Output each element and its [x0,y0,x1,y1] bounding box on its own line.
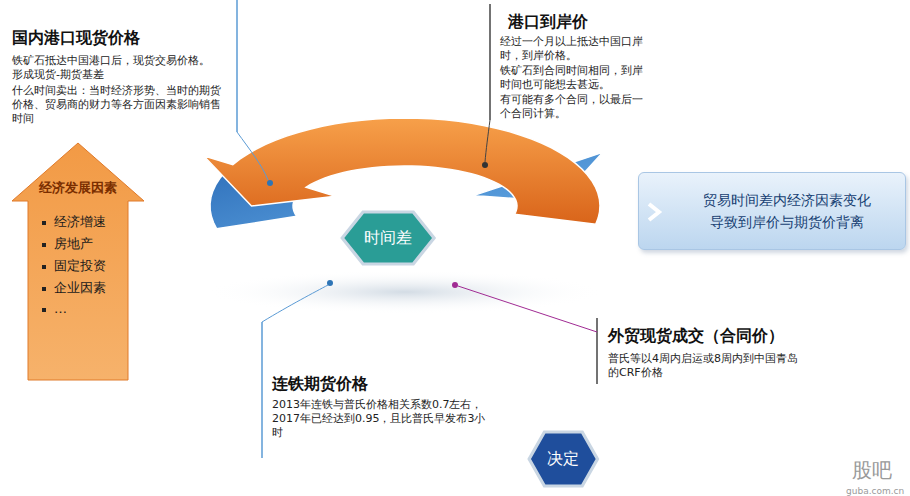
ring-shadow [205,270,605,314]
hexagon: 时间差 [340,210,436,266]
leader-bar [489,4,491,120]
note-text: 经过一个月以上抵达中国口岸时，到岸价格。 [500,35,650,63]
note-text: 有可能有多个合同，以最后一个合同计算。 [500,93,650,121]
factor-arrow: 经济发展因素经济增速房地产固定投资企业因素 … [12,143,144,380]
factor-item: 房地产 [42,235,134,253]
chevron-icon [639,173,669,249]
section-heading: 外贸现货成交（合同价） [608,326,784,345]
leader-line [237,132,268,180]
leader-dot [327,280,333,286]
hexagon-label: 时间差 [364,228,412,249]
hexagon: 决定 [527,430,600,488]
leader-line [262,285,328,322]
note-text: 2013年连铁与普氏价格相关系数0.7左右，2017年已经达到0.95，且比普氏… [272,398,490,440]
leader-line [458,286,597,332]
leader-dot [452,282,458,288]
leader-bar [261,322,263,458]
factor-item: … [42,301,134,316]
section-heading: 港口到岸价 [508,12,588,31]
section-heading: 连铁期货价格 [272,374,368,393]
leader-bar [236,0,238,132]
factor-item: 企业因素 [42,279,134,297]
note-text: 普氏等以4周内启运或8周内到中国青岛的CRF价格 [608,352,798,380]
leader-dot [482,162,488,168]
band-text: 贸易时间差内经济因素变化 导致到岸价与期货价背离 [699,189,875,233]
factor-item: 经济增速 [42,213,134,231]
factor-item: 固定投资 [42,257,134,275]
note-text: 什么时间卖出：当时经济形势、当时的期货价格、贸易商的财力等各方面因素影响销售时间 [12,84,227,126]
watermark: guba.com.cn [846,484,904,496]
leader-line [485,120,490,162]
orange-cycle-arrow [204,118,600,224]
note-text: 铁矿石抵达中国港口后，现货交易价格。形成现货-期货基差 [12,54,217,82]
hexagon-label: 决定 [547,449,579,470]
leader-dot [267,180,273,186]
conclusion-band: 贸易时间差内经济因素变化 导致到岸价与期货价背离 [638,172,906,250]
watermark: 股吧 [852,458,892,482]
leader-bar [596,318,598,384]
note-text: 铁矿石到合同时间相同，到岸时间也可能想去甚远。 [500,64,650,92]
section-heading: 国内港口现货价格 [12,28,140,47]
arrow-heading: 经济发展因素 [12,179,144,197]
